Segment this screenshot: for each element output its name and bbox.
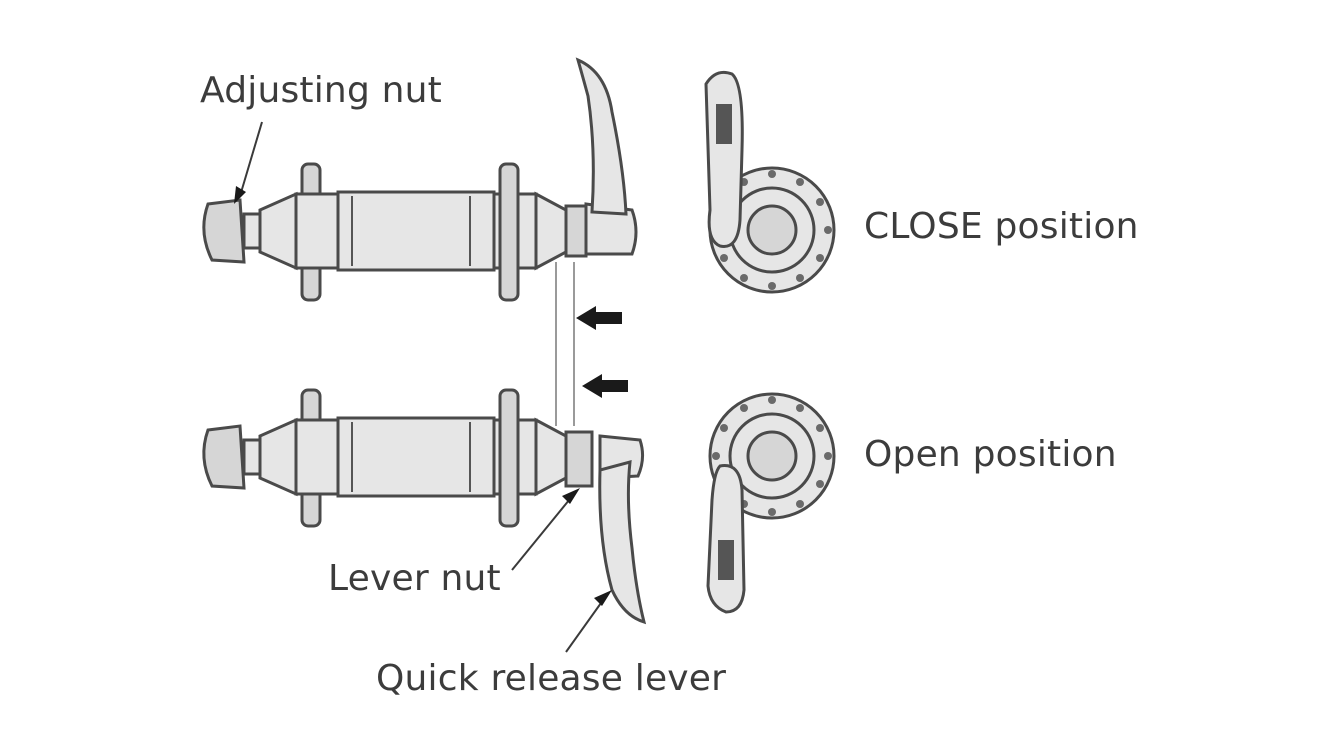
- adjusting-nut-top: [202, 198, 246, 264]
- leader-lines: [234, 121, 612, 653]
- right-flange-top: [498, 162, 520, 302]
- arrow-left-icon: [582, 374, 628, 398]
- adjusting-nut-label: Adjusting nut: [200, 70, 442, 111]
- arrow-left-icon: [576, 306, 622, 330]
- adjusting-nut-bottom: [202, 424, 246, 490]
- close-position-label: CLOSE position: [864, 206, 1139, 247]
- alignment-guides: [555, 262, 628, 426]
- open-position-label: Open position: [864, 434, 1117, 475]
- lever-nut-label: Lever nut: [328, 558, 501, 599]
- quick-release-lever-label: Quick release lever: [376, 658, 727, 699]
- hub-top: [202, 57, 638, 302]
- side-view-close: [704, 70, 836, 294]
- hub-body-top: [336, 190, 496, 272]
- lever-nut: [564, 430, 594, 488]
- hub-body-bottom: [336, 416, 496, 498]
- lever-close-side: [704, 70, 744, 248]
- quick-release-lever-closed: [584, 202, 638, 256]
- lever-open-side: [706, 464, 746, 614]
- hub-bottom: [202, 388, 647, 625]
- side-view-open: [706, 392, 836, 614]
